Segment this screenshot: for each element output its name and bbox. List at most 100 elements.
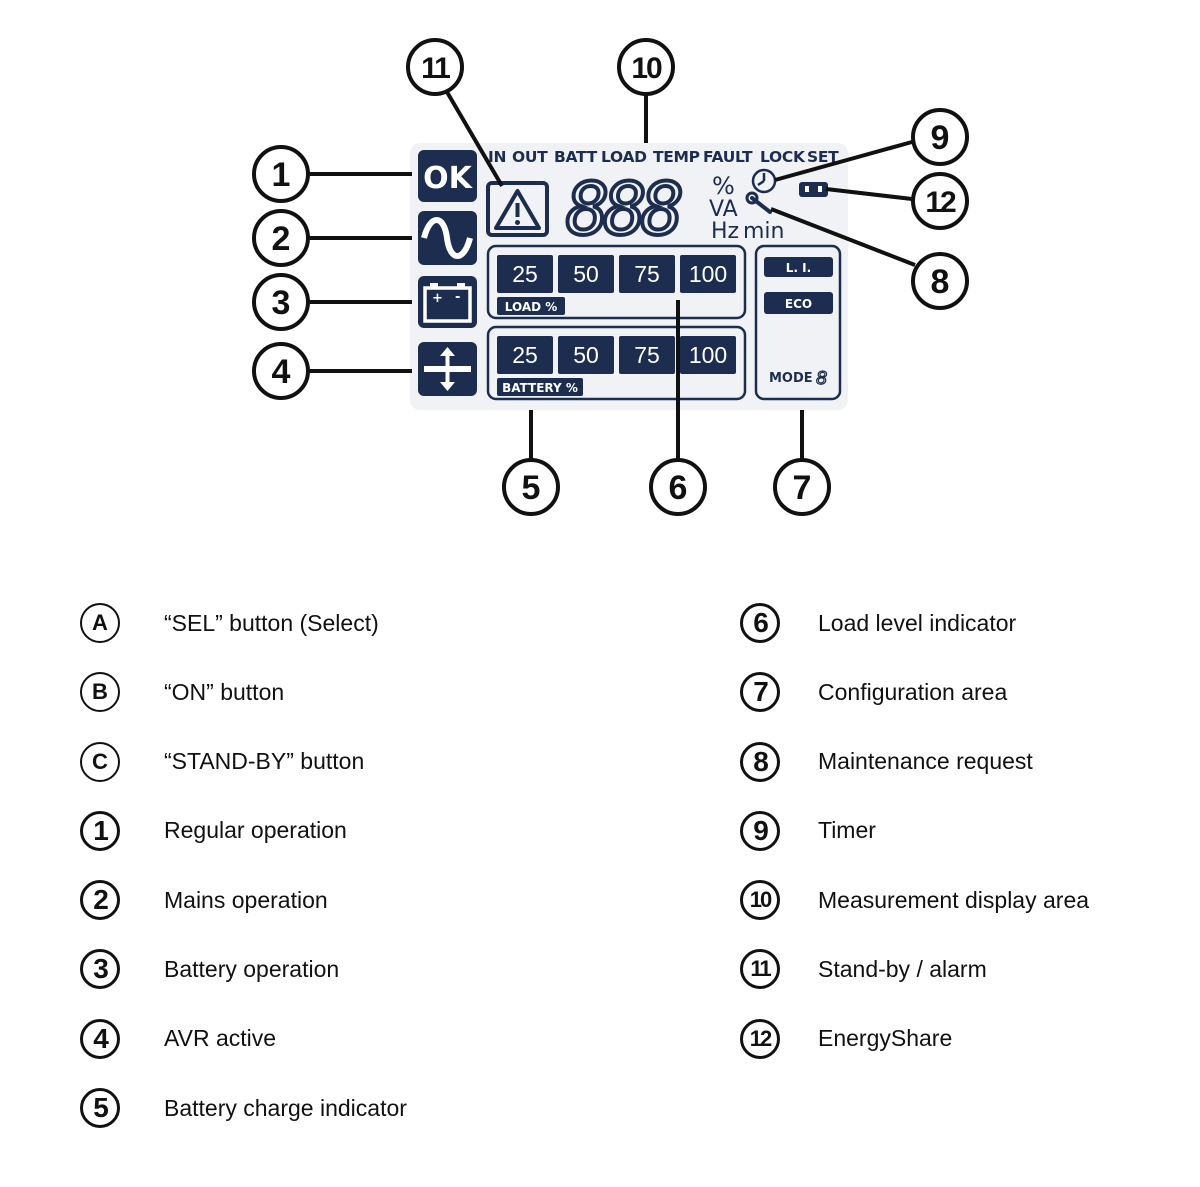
legend-marker: 6 <box>740 603 780 643</box>
status-out: OUT <box>512 148 548 166</box>
legend-marker: 2 <box>80 880 120 921</box>
legend-label: “ON” button <box>164 678 285 705</box>
maintenance-wrench-icon <box>745 191 772 214</box>
status-bar: IN OUT BATT LOAD TEMP FAULT LOCK SET <box>488 148 839 166</box>
legend-marker: 1 <box>80 810 120 851</box>
legend-label: Stand-by / alarm <box>818 955 987 982</box>
load-cell-label-50: 50 <box>573 261 599 287</box>
legend-label: Configuration area <box>818 678 1008 705</box>
timer-clock-icon <box>751 168 777 194</box>
unit-hz: Hz <box>711 219 739 244</box>
legend-marker: 12 <box>740 1018 780 1059</box>
legend-item-b: B “ON” button <box>80 669 700 715</box>
alarm-warning-icon <box>486 181 549 237</box>
load-cell-100 <box>680 255 736 293</box>
legend-item-11: 11 Stand-by / alarm <box>740 946 1180 992</box>
legend-label: “STAND-BY” button <box>164 748 365 775</box>
legend-label: Measurement display area <box>818 886 1090 913</box>
battery-cell-label-50: 50 <box>573 342 599 368</box>
status-load: LOAD <box>601 148 647 166</box>
legend-marker: 5 <box>80 1088 120 1129</box>
svg-text:+: + <box>432 291 443 306</box>
legend-item-c: C “STAND-BY” button <box>80 739 700 785</box>
legend-item-4: 4 AVR active <box>80 1016 700 1062</box>
callout-1 <box>252 145 310 203</box>
battery-cell-25 <box>497 336 553 374</box>
legend-marker: B <box>80 672 120 713</box>
battery-bar-label: BATTERY % <box>502 381 578 395</box>
load-bar-label: LOAD % <box>505 300 558 314</box>
energyshare-plug-icon <box>799 182 828 197</box>
battery-cell-100 <box>680 336 736 374</box>
legend-label: AVR active <box>164 1025 277 1052</box>
status-fault: FAULT <box>703 148 753 166</box>
callout-8 <box>911 252 969 310</box>
legend-item-a: A“SEL” button (Select) <box>80 600 700 646</box>
measurement-units: % VA Hz min <box>709 172 785 244</box>
callout-4-label: 4 <box>272 353 291 391</box>
configuration-area: L. I. ECO MODE 8 <box>754 244 842 401</box>
legend-label: Load level indicator <box>818 609 1017 636</box>
status-batt: BATT <box>554 148 598 166</box>
status-lock: LOCK <box>760 148 806 166</box>
callout-10-label: 10 <box>631 52 662 85</box>
ok-icon: OK <box>418 150 477 202</box>
callout-leader-lines <box>309 90 916 462</box>
callout-markers <box>252 38 969 516</box>
callout-11 <box>406 38 464 96</box>
legend-marker: 8 <box>740 741 780 782</box>
callout-9-label: 9 <box>931 119 950 157</box>
legend-label: Regular operation <box>164 817 347 844</box>
callout-6 <box>649 458 707 516</box>
battery-cell-label-75: 75 <box>634 342 660 368</box>
config-eco: ECO <box>785 297 812 311</box>
callout-9 <box>911 108 969 166</box>
callout-5 <box>502 458 560 516</box>
legend-label: EnergyShare <box>818 1025 953 1052</box>
callout-numbers: 1 2 3 4 5 6 7 8 9 10 11 12 <box>272 52 958 507</box>
legend-item-5: 5 Battery charge indicator <box>80 1085 700 1131</box>
battery-cell-label-25: 25 <box>512 342 538 368</box>
status-in: IN <box>488 148 506 166</box>
load-cell-label-100: 100 <box>689 261 727 287</box>
legend-marker: C <box>80 741 120 782</box>
load-cell-label-25: 25 <box>512 261 538 287</box>
legend-item-12: 12 EnergyShare <box>740 1016 1180 1062</box>
legend-marker: 4 <box>80 1018 120 1059</box>
battery-cell-50 <box>558 336 614 374</box>
svg-text:OK: OK <box>423 161 474 196</box>
legend-label: Battery charge indicator <box>164 1094 407 1121</box>
legend-label: Maintenance request <box>818 748 1033 775</box>
battery-icon: + - <box>418 276 477 328</box>
legend-marker: 9 <box>740 810 780 851</box>
legend-item-2: 2 Mains operation <box>80 877 700 923</box>
battery-cell-label-100: 100 <box>689 342 727 368</box>
legend-marker: 3 <box>80 949 120 990</box>
legend-label: Mains operation <box>164 886 328 913</box>
legend-label: “SEL” button (Select) <box>164 609 379 636</box>
legend-marker: 11 <box>740 949 780 990</box>
callout-7-label: 7 <box>793 469 812 507</box>
callout-3-label: 3 <box>272 284 291 322</box>
unit-va: VA <box>709 197 738 222</box>
legend-item-8: 8 Maintenance request <box>740 739 1180 785</box>
load-cell-label-75: 75 <box>634 261 660 287</box>
callout-12-label: 12 <box>925 186 956 219</box>
battery-cell-75 <box>619 336 675 374</box>
status-set: SET <box>807 148 839 166</box>
config-mode: MODE <box>769 371 813 386</box>
lcd-panel-diagram: IN OUT BATT LOAD TEMP FAULT LOCK SET OK … <box>252 38 969 516</box>
load-cell-75 <box>619 255 675 293</box>
legend-item-6: 6 Load level indicator <box>740 600 1180 646</box>
legend-item-1: 1 Regular operation <box>80 808 700 854</box>
svg-text:-: - <box>455 290 460 305</box>
callout-10 <box>617 38 675 96</box>
callout-7 <box>773 458 831 516</box>
config-li: L. I. <box>786 261 811 275</box>
